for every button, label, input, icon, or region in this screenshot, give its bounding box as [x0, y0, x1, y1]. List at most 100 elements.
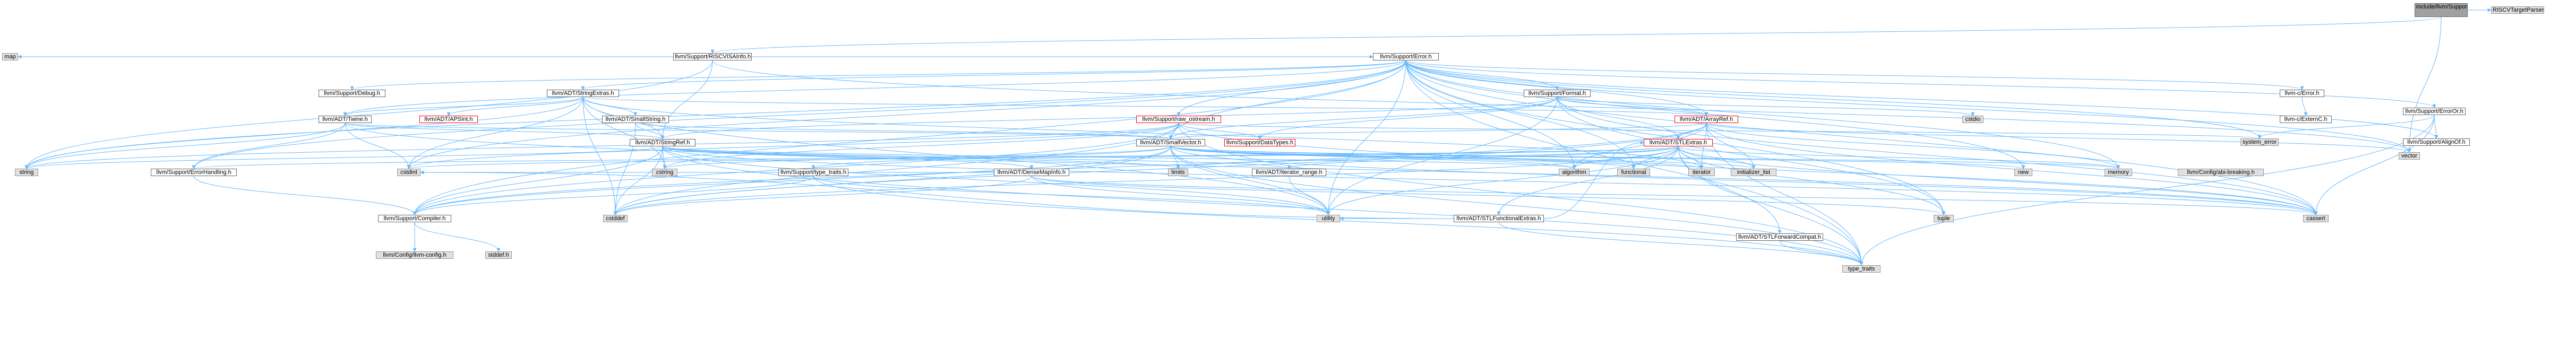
edge-error-to-functional	[1405, 60, 1636, 169]
edge-twine-to-cstdint	[345, 123, 411, 169]
node-cstdio[interactable]: cstdio	[1962, 116, 1983, 123]
node-support-format[interactable]: llvm/Support/Format.h	[1524, 90, 1591, 97]
node-type-traits-std[interactable]: type_traits	[1842, 265, 1881, 273]
node-vector[interactable]: vector	[2399, 152, 2420, 160]
edge-error-to-smallvector	[1169, 60, 1406, 140]
node-support-debug[interactable]: llvm/Support/Debug.h	[319, 90, 385, 97]
node-iterator[interactable]: iterator	[1688, 169, 1715, 176]
edge-twine-to-smallvector	[345, 123, 1172, 140]
edge-error-to-stringextras	[581, 60, 1406, 90]
edge-smallvector-to-typetraitsstd	[1170, 146, 1864, 266]
edge-cerror-to-externc	[2302, 97, 2308, 116]
node-support-alignof[interactable]: llvm/Support/AlignOf.h	[2403, 138, 2470, 146]
edge-stlextras-to-cstdint	[407, 146, 1679, 169]
edge-error-to-tuple	[1405, 60, 1946, 215]
node-utility[interactable]: utility	[1317, 215, 1340, 222]
edge-stringextras-to-cstddef	[582, 97, 617, 215]
node-adt-smallstring[interactable]: llvm/ADT/SmallString.h	[602, 116, 669, 123]
node-adt-densemapinfo[interactable]: llvm/ADT/DenseMapInfo.h	[994, 169, 1069, 176]
node-cstdint[interactable]: cstdint	[397, 169, 420, 176]
node-adt-twine[interactable]: llvm/ADT/Twine.h	[319, 116, 372, 123]
node-c-externc[interactable]: llvm-c/ExternC.h	[2280, 116, 2332, 123]
edge-error-to-systemerror	[1405, 60, 2262, 139]
node-map[interactable]: map	[2, 53, 18, 60]
node-new[interactable]: new	[2014, 169, 2032, 176]
node-adt-apsint[interactable]: llvm/ADT/APSInt.h	[419, 116, 478, 123]
edge-stringref-to-utility	[662, 146, 1330, 215]
node-adt-stlforwardcompat[interactable]: llvm/ADT/STLForwardCompat.h	[1736, 233, 1823, 241]
node-system-error[interactable]: system_error	[2240, 138, 2279, 146]
node-support-datatypes[interactable]: llvm/Support/DataTypes.h	[1224, 139, 1295, 146]
node-cstddef[interactable]: cstddef	[603, 215, 628, 222]
node-riscvisainfo[interactable]: llvm/Support/RISCVISAInfo.h	[673, 53, 752, 60]
node-label: llvm/ADT/STLExtras.h	[1649, 140, 1707, 146]
node-label: vector	[2401, 153, 2417, 159]
node-tuple[interactable]: tuple	[1934, 215, 1954, 222]
node-riscvtargetparser-def[interactable]: RISCVTargetParser.def	[2491, 6, 2544, 14]
edge-densemapinfo-to-tuple	[1031, 176, 1946, 215]
edge-stlextras-to-stlfunctional	[1497, 146, 1679, 215]
node-label: llvm/Support/raw_ostream.h	[1142, 116, 1215, 123]
node-c-error[interactable]: llvm-c/Error.h	[2280, 90, 2324, 97]
edge-format-to-smallvector	[1169, 97, 1558, 140]
node-adt-stringref[interactable]: llvm/ADT/StringRef.h	[630, 139, 695, 146]
edge-arrayref-to-typetraitsstd	[1706, 123, 1864, 266]
edge-stlfunctional-to-stlextras	[1543, 141, 1644, 219]
node-adt-stlfunctionalextras[interactable]: llvm/ADT/STLFunctionalExtras.h	[1454, 215, 1544, 222]
edge-smallvector-to-cassert	[1170, 146, 2318, 215]
node-label: string	[19, 169, 34, 176]
edge-stringextras-to-apsint	[446, 97, 583, 116]
node-stddef-h[interactable]: stddef.h	[485, 251, 512, 259]
node-label: cstring	[656, 169, 674, 176]
node-adt-stringextras[interactable]: llvm/ADT/StringExtras.h	[547, 90, 619, 97]
edge-stlextras-to-errorhandling	[192, 146, 1679, 169]
edge-stringextras-to-twine	[343, 97, 583, 116]
node-adt-arrayref[interactable]: llvm/ADT/ArrayRef.h	[1675, 116, 1738, 123]
edge-stlextras-to-typetraitsstd	[1678, 146, 1864, 266]
node-string[interactable]: string	[15, 169, 38, 176]
edge-error-to-utility	[1326, 60, 1406, 215]
edge-smallvector-to-new	[1170, 146, 2025, 169]
node-adt-smallvector[interactable]: llvm/ADT/SmallVector.h	[1136, 139, 1205, 146]
node-label: llvm/Config/abi-breaking.h	[2187, 169, 2255, 176]
node-support-raw-ostream[interactable]: llvm/Support/raw_ostream.h	[1136, 116, 1221, 123]
node-initializer-list[interactable]: initializer_list	[1731, 169, 1776, 176]
node-config-abi-breaking[interactable]: llvm/Config/abi-breaking.h	[2178, 169, 2264, 176]
edge-stlextras-to-stlforward	[1678, 146, 1782, 234]
edge-stringextras-to-arrayref	[582, 97, 1708, 116]
node-cstring[interactable]: cstring	[652, 169, 677, 176]
node-algorithm[interactable]: algorithm	[1559, 169, 1590, 176]
node-adt-iterator-range[interactable]: llvm/ADT/iterator_range.h	[1252, 169, 1326, 176]
node-memory[interactable]: memory	[2105, 169, 2132, 176]
node-support-erroror[interactable]: llvm/Support/ErrorOr.h	[2403, 108, 2466, 115]
node-functional[interactable]: functional	[1617, 169, 1650, 176]
edge-stringref-to-cstddef	[613, 146, 663, 215]
node-limits[interactable]: limits	[1168, 169, 1188, 176]
edge-arrayref-to-vector	[1706, 123, 2411, 153]
edge-error-to-memory	[1405, 60, 2120, 169]
node-label: RISCVTargetParser.def	[2493, 7, 2544, 13]
edge-stlextras-to-cassert	[1678, 146, 2318, 215]
node-adt-stlextras[interactable]: llvm/ADT/STLExtras.h	[1644, 139, 1713, 146]
node-support-errorhandling[interactable]: llvm/Support/ErrorHandling.h	[151, 169, 237, 176]
edge-stringref-to-typetraitsstd	[662, 146, 1864, 266]
node-label: cstdio	[1965, 116, 1981, 123]
node-config-llvm-config[interactable]: llvm/Config/llvm-config.h	[376, 251, 453, 259]
node-root-targetparser[interactable]: include/llvm/Support/TargetParser.h	[2415, 3, 2468, 17]
edge-stlextras-to-utility	[1326, 146, 1679, 215]
edge-stlfunctional-to-typetraitsstd	[1498, 222, 1864, 266]
node-support-type-traits[interactable]: llvm/Support/type_traits.h	[778, 169, 848, 176]
edge-stlextras-to-limits	[1176, 146, 1679, 169]
node-label: cstddef	[606, 215, 625, 222]
node-cassert[interactable]: cassert	[2303, 215, 2329, 222]
edge-stlfunctional-to-cstdint	[420, 170, 1454, 219]
edge-twine-to-string	[24, 123, 346, 169]
node-label: llvm/ADT/iterator_range.h	[1256, 169, 1323, 176]
node-support-error[interactable]: llvm/Support/Error.h	[1373, 53, 1439, 60]
node-label: llvm/ADT/ArrayRef.h	[1679, 116, 1733, 123]
node-label: new	[2017, 169, 2029, 176]
edge-stringref-to-cstring	[662, 146, 667, 169]
node-support-compiler[interactable]: llvm/Support/Compiler.h	[378, 215, 451, 222]
node-label: algorithm	[1562, 169, 1586, 176]
